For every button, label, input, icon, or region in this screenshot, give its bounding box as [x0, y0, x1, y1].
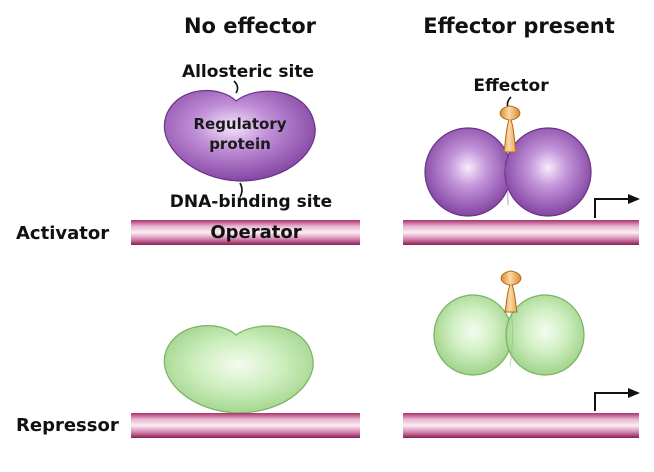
- operator-label: Operator: [210, 222, 301, 243]
- allosteric-site-pointer: [233, 80, 239, 94]
- dna-binding-site-label: DNA-binding site: [170, 192, 332, 212]
- activator-protein-bound: [424, 127, 592, 217]
- effector-label: Effector: [473, 76, 549, 96]
- repressor-protein-right-lobe: [505, 294, 585, 376]
- row-label-repressor: Repressor: [16, 415, 119, 436]
- repressor-protein-left-lobe: [433, 294, 513, 376]
- effector-molecule-repressor: [500, 270, 522, 313]
- header-effector-present: Effector present: [423, 14, 615, 38]
- activator-protein-cleft: [495, 139, 509, 206]
- regulatory-protein-label-line2: protein: [209, 135, 271, 153]
- effector-shape-activator: [499, 105, 521, 153]
- dna-binding-site-pointer: [239, 182, 243, 198]
- repressor-protein-bound: [163, 325, 314, 414]
- transcription-arrow-repressor: [594, 388, 640, 411]
- activator-protein-right-lobe: [504, 127, 592, 217]
- row-label-activator: Activator: [16, 223, 109, 244]
- effector-shape-repressor: [500, 270, 522, 313]
- activator-protein-left-lobe: [424, 127, 512, 217]
- transcription-arrow-activator: [594, 194, 640, 218]
- effector-molecule-activator: [499, 105, 521, 153]
- regulatory-protein-activator: [163, 89, 316, 182]
- dna-activator-effector: [403, 220, 639, 245]
- header-no-effector: No effector: [184, 14, 317, 38]
- dna-operator-activator: [131, 220, 360, 245]
- allosteric-site-label: Allosteric site: [182, 62, 314, 82]
- dna-operator-repressor: [131, 413, 360, 438]
- dna-repressor-effector: [403, 413, 639, 438]
- regulatory-protein-label-line1: Regulatory: [193, 115, 286, 133]
